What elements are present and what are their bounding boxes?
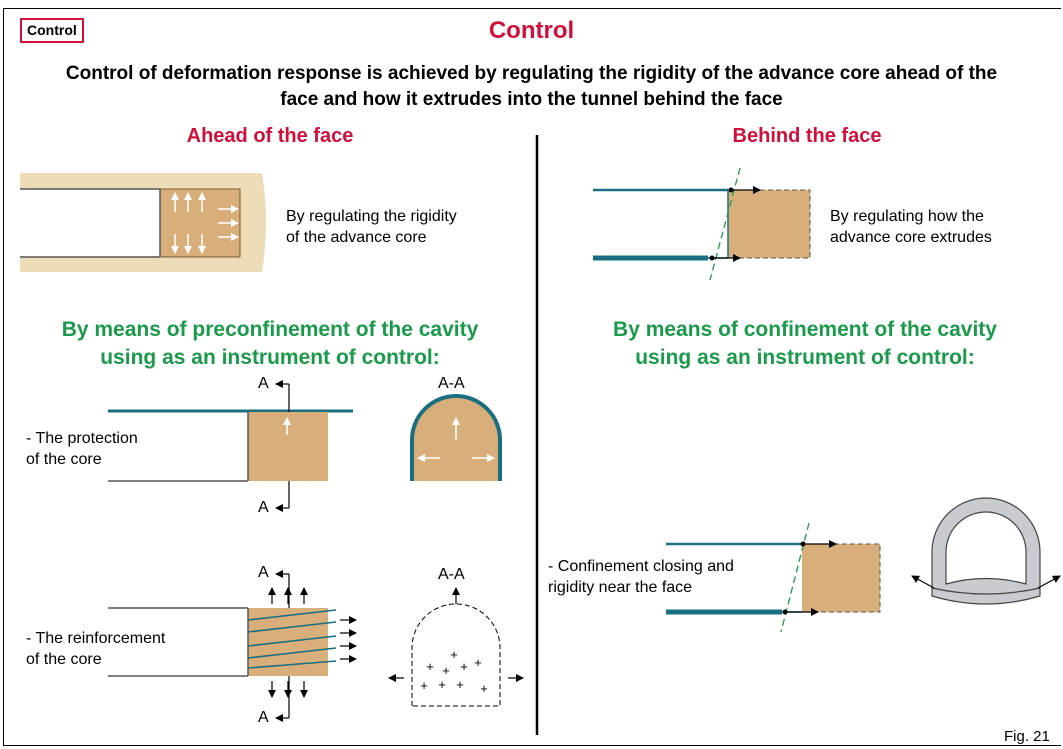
page-subtitle: Control of deformation response is achie… [65,63,998,110]
outer-frame [3,8,1061,746]
invert-strut [931,587,1041,605]
section-label-a-bottom: A [258,499,269,516]
page-title: Control [488,17,575,44]
section-label-aa-2: A-A [438,566,465,583]
behind-heading: Behind the face [732,125,882,147]
ahead-desc-line1: By regulating the rigidity [286,208,457,225]
svg-text:+: + [438,677,446,692]
face-line [709,167,741,281]
confinement-diagram [666,497,1061,633]
preconfinement-line1: By means of preconfinement of the cavity [61,318,479,341]
extruding-core [728,190,810,258]
confinement-line2: using as an instrument of control: [635,346,975,369]
section-label-a-top: A [258,375,269,392]
behind-desc-line1: By regulating how the [830,208,984,225]
protected-core [248,412,328,481]
confined-core [802,544,880,612]
section-label-a-bottom-2: A [258,709,269,726]
svg-text:+: + [442,663,450,678]
protection-line1: - The protection [26,430,138,447]
reinforced-section [411,603,501,707]
reinforcement-diagram: + + + + + + + + + [108,570,524,722]
confinement-item-line2: rigidity near the face [548,579,693,596]
behind-desc-line2: advance core extrudes [830,229,992,246]
svg-text:+: + [450,647,458,662]
protection-line2: of the core [26,451,102,468]
protection-label: - The protection of the core [26,428,138,470]
control-badge: Control [20,18,84,43]
ahead-description: By regulating the rigidity of the advanc… [286,206,457,248]
figure-label: Fig. 21 [1004,728,1050,745]
behind-face-diagram [593,167,811,281]
confinement-label: - Confinement closing and rigidity near … [548,556,734,598]
confinement-item-line1: - Confinement closing and [548,558,734,575]
reinforcement-label: - The reinforcement of the core [26,628,165,670]
confinement-line1: By means of confinement of the cavity [613,318,997,341]
svg-text:+: + [480,681,488,696]
reinforcement-line1: - The reinforcement [26,630,166,647]
confinement-heading: By means of confinement of the cavity us… [555,316,1055,372]
preconfinement-line2: using as an instrument of control: [100,346,440,369]
behind-description: By regulating how the advance core extru… [830,206,992,248]
section-label-a-top-2: A [258,564,269,581]
reinforcement-line2: of the core [26,651,102,668]
protection-diagram [108,380,502,512]
svg-text:+: + [456,677,464,692]
ahead-face-diagram [20,173,266,272]
svg-text:+: + [460,659,468,674]
svg-text:+: + [474,655,482,670]
preconfinement-heading: By means of preconfinement of the cavity… [20,316,520,372]
section-label-aa: A-A [438,375,465,392]
svg-text:+: + [426,659,434,674]
svg-text:+: + [420,678,428,693]
ahead-desc-line2: of the advance core [286,229,427,246]
ahead-heading: Ahead of the face [186,125,354,147]
